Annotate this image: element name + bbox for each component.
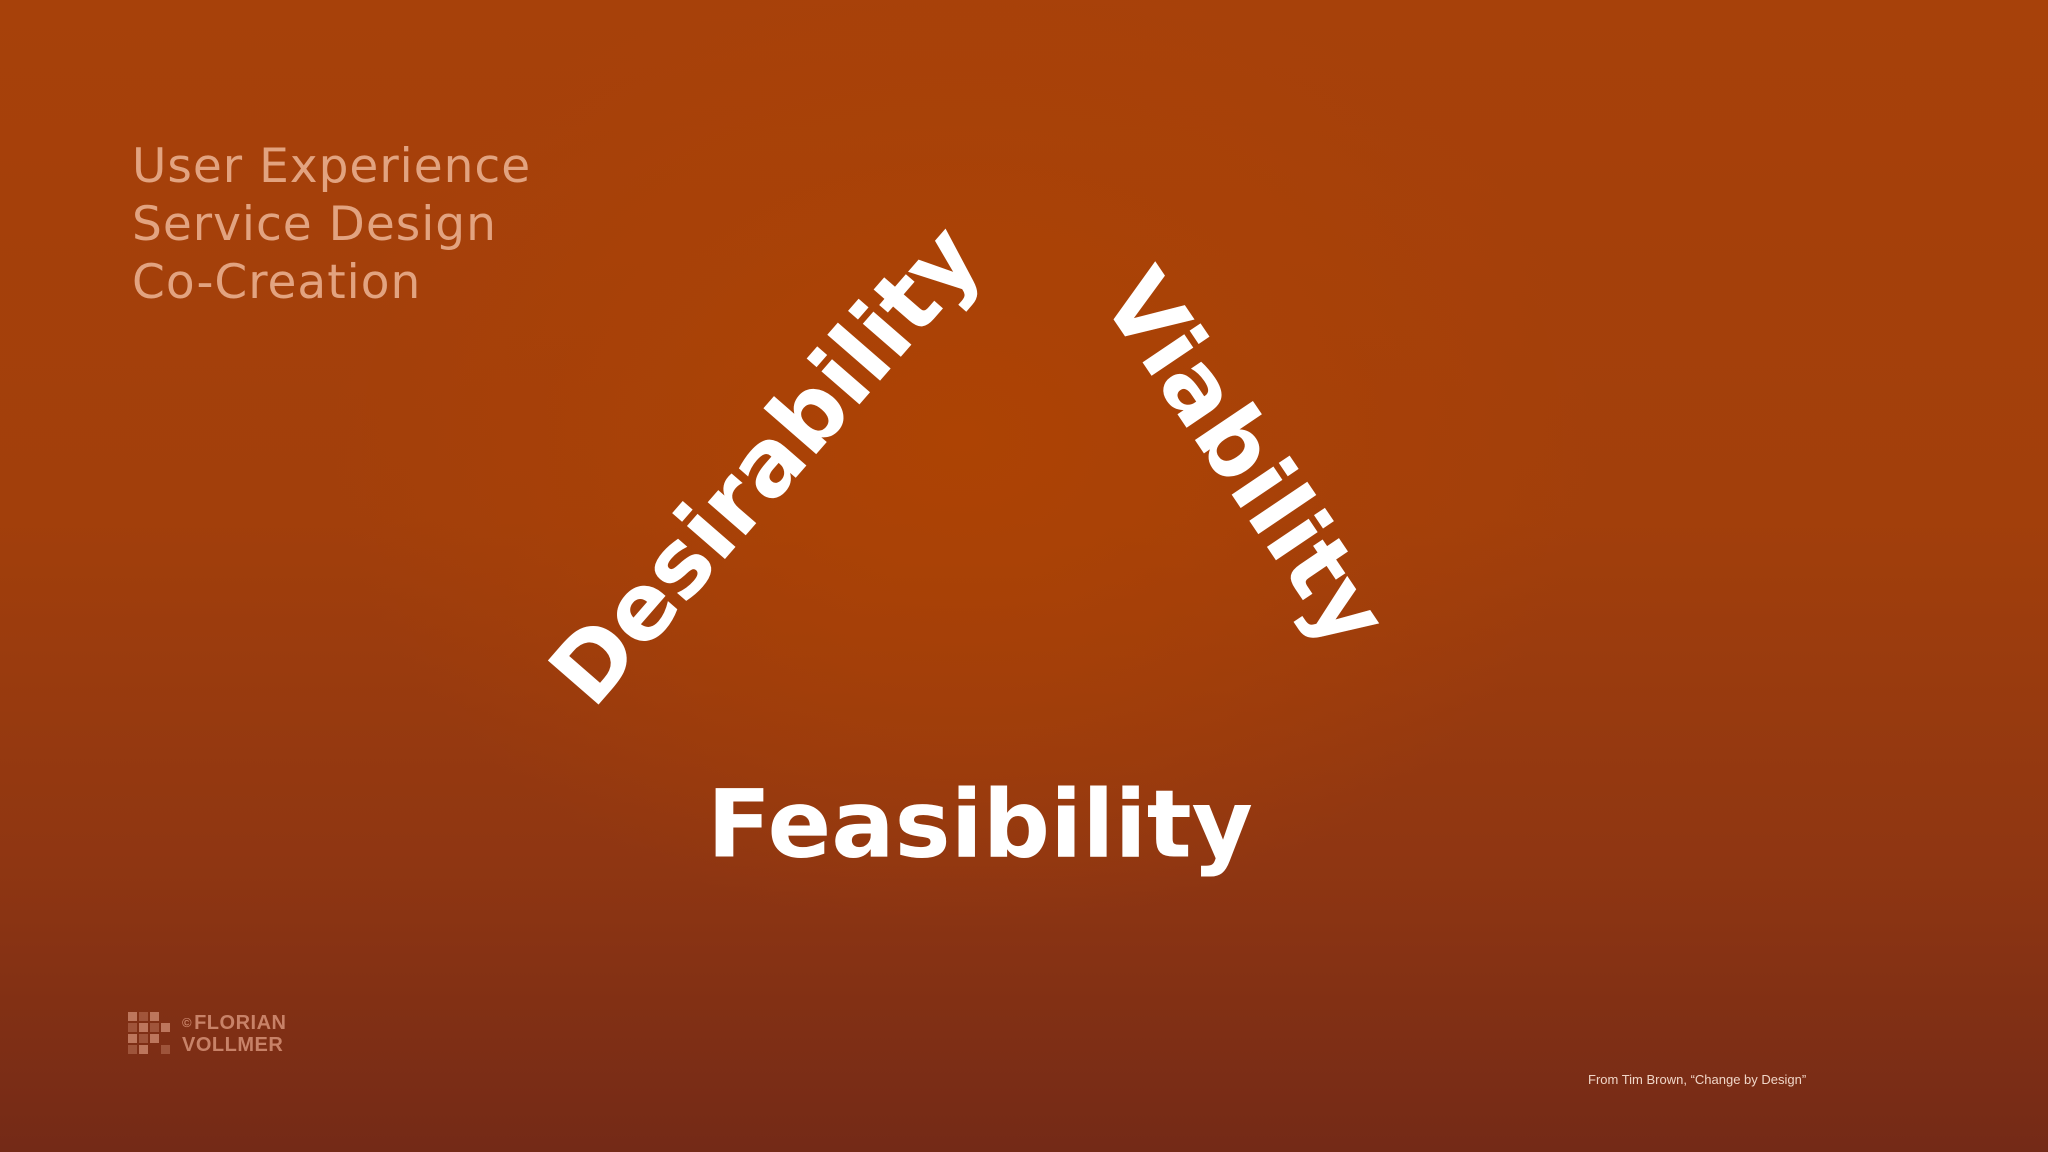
subtitle-co-creation: Co-Creation: [132, 255, 422, 310]
subtitle-user-experience: User Experience: [132, 139, 532, 194]
source-credit: From Tim Brown, “Change by Design”: [1588, 1072, 1807, 1087]
logo-line-1: FLORIAN: [194, 1012, 287, 1034]
concept-desirability: Desirability: [528, 204, 1002, 726]
florian-vollmer-logo-icon: [128, 1012, 172, 1056]
subtitle-list: User Experience Service Design Co-Creati…: [132, 138, 531, 312]
author-logo: ©FLORIAN VOLLMER: [128, 1012, 286, 1056]
logo-line-2: VOLLMER: [182, 1034, 284, 1056]
concept-viability: Viability: [1081, 250, 1409, 666]
logo-text: ©FLORIAN VOLLMER: [182, 1012, 286, 1056]
concept-feasibility: Feasibility: [707, 770, 1253, 880]
subtitle-service-design: Service Design: [132, 197, 497, 252]
logo-copyright: ©: [182, 1015, 193, 1030]
